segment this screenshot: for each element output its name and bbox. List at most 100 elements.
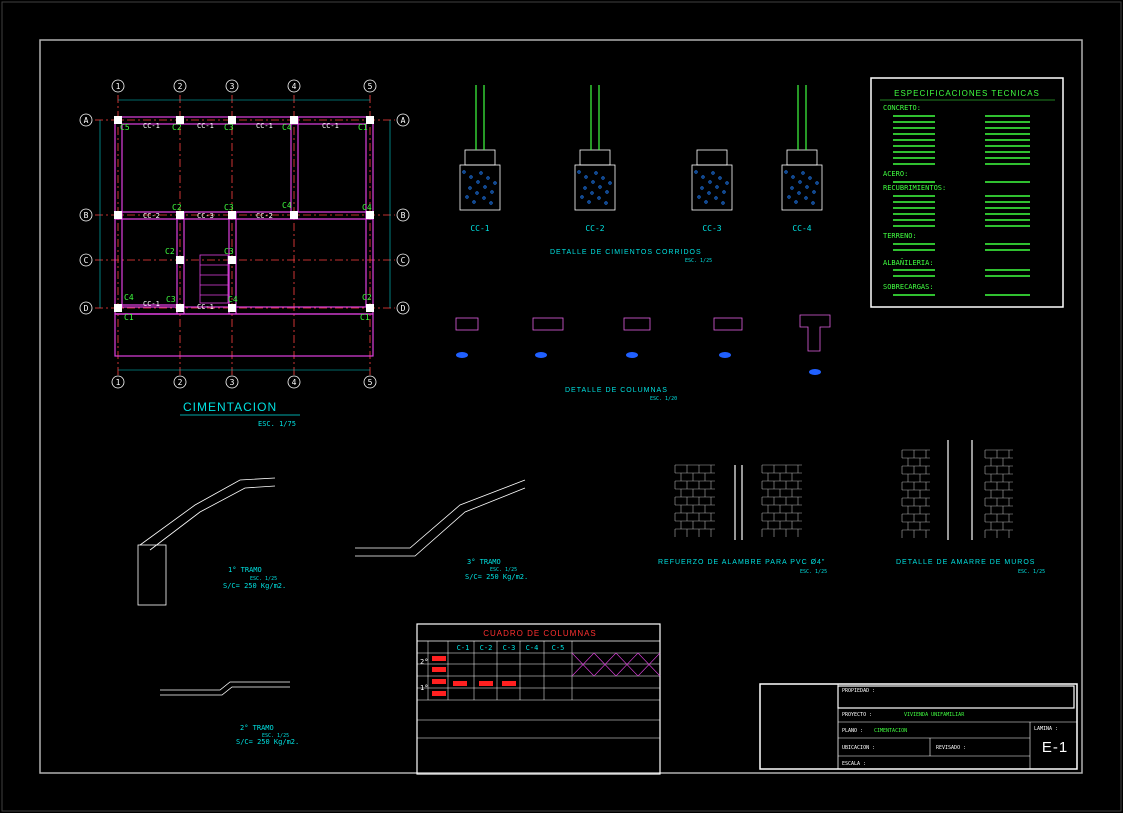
aggregate — [583, 186, 587, 190]
footing-body — [691, 164, 733, 211]
aggregate — [787, 195, 791, 199]
tb-sheet-label: LAMINA : — [1034, 726, 1058, 732]
reinforcement-detail — [674, 464, 802, 540]
column-tag: C3 — [224, 247, 234, 256]
specs-title: ESPECIFICACIONES TECNICAS — [894, 89, 1040, 98]
stair-load3: S/C= 250 Kg/m2. — [465, 573, 528, 581]
footing-top — [786, 149, 818, 166]
table-header: C-4 — [526, 644, 539, 652]
footing-title: DETALLE DE CIMIENTOS CORRIDOS — [550, 249, 702, 256]
column-table: CUADRO DE COLUMNAS C-1 C-2 C-3 C-4 C-5 2… — [416, 623, 661, 775]
axis-label-y: D — [401, 304, 406, 313]
aggregate — [594, 171, 598, 175]
table-title: CUADRO DE COLUMNAS — [483, 629, 597, 638]
aggregate — [482, 196, 486, 200]
aggregate — [475, 191, 479, 195]
column-tag: C3 — [224, 203, 234, 212]
specs-section: ALBAÑILERIA: — [883, 258, 934, 267]
column-tag: C4 — [362, 203, 372, 212]
wall-tie-scale: ESC. 1/25 — [1018, 569, 1045, 575]
axis-label-x: 4 — [292, 82, 297, 91]
aggregate — [587, 200, 591, 204]
axis-label-x: 1 — [116, 82, 121, 91]
aggregate — [577, 170, 581, 174]
aggregate — [493, 181, 497, 185]
column-details: DETALLE DE COLUMNAS ESC. 1/20 — [455, 314, 831, 402]
tb-location-label: UBICACION : — [842, 745, 875, 751]
wall-tag: CC-1 — [256, 122, 273, 130]
axis-label-y: A — [401, 116, 406, 125]
column-tag: C4 — [228, 295, 238, 304]
aggregate — [798, 180, 802, 184]
aggregate — [805, 185, 809, 189]
aggregate — [701, 175, 705, 179]
column-tag: C1 — [360, 313, 370, 322]
wall-tag: CC-2 — [256, 212, 273, 220]
foundation-plan: 1 2 3 4 5 1 2 3 4 5 A B C D A B C D C5 C… — [79, 79, 410, 428]
cross-mark — [571, 652, 595, 677]
aggregate — [708, 180, 712, 184]
axis-label-x: 5 — [368, 82, 373, 91]
table-mark — [432, 679, 446, 684]
aggregate — [801, 171, 805, 175]
plan-scale: ESC. 1/75 — [258, 420, 296, 428]
aggregate — [601, 176, 605, 180]
column-tag: C4 — [124, 293, 134, 302]
aggregate — [590, 191, 594, 195]
aggregate — [605, 190, 609, 194]
column-tag: C2 — [172, 123, 182, 132]
tb-owner-label: PROPIEDAD : — [842, 688, 875, 694]
table-mark — [432, 667, 446, 672]
table-mark — [479, 681, 493, 686]
wall-tie-title: DETALLE DE AMARRE DE MUROS — [896, 559, 1035, 566]
table-mark — [502, 681, 516, 686]
tb-scale-label: ESCALA : — [842, 761, 866, 767]
cross-mark — [615, 652, 639, 677]
axis-label-y: B — [84, 211, 89, 220]
axis-label-x: 3 — [230, 378, 235, 387]
footing-label: CC-1 — [470, 224, 489, 233]
column-tag: C4 — [282, 123, 292, 132]
footing-label: CC-4 — [792, 224, 811, 233]
table-header: C-1 — [457, 644, 470, 652]
aggregate — [721, 201, 725, 205]
axis-label-x: 2 — [178, 378, 183, 387]
stair-scale2: ESC. 1/25 — [262, 733, 289, 739]
axis-label-y: C — [84, 256, 89, 265]
aggregate — [479, 171, 483, 175]
aggregate — [722, 190, 726, 194]
aggregate — [469, 175, 473, 179]
table-mark — [453, 681, 467, 686]
aggregate — [791, 175, 795, 179]
column-tag: C2 — [165, 247, 175, 256]
stair-load1: S/C= 250 Kg/m2. — [223, 582, 286, 590]
specs-section: TERRENO: — [883, 232, 917, 240]
table-mark — [432, 656, 446, 661]
stair-tramo2: 2° TRAMO — [240, 724, 274, 732]
axis-label-x: 1 — [116, 378, 121, 387]
stair-scale3: ESC. 1/25 — [490, 567, 517, 573]
aggregate — [486, 176, 490, 180]
aggregate — [790, 186, 794, 190]
axis-label-y: A — [84, 116, 89, 125]
aggregate — [704, 200, 708, 204]
table-header: C-3 — [503, 644, 516, 652]
aggregate — [812, 190, 816, 194]
aggregate — [462, 170, 466, 174]
aggregate — [700, 186, 704, 190]
reinforcement-scale: ESC. 1/25 — [800, 569, 827, 575]
reinforcement-title: REFUERZO DE ALAMBRE PARA PVC Ø4" — [658, 559, 825, 566]
column-tag: C1 — [124, 313, 134, 322]
table-floor: 2° — [420, 658, 428, 666]
aggregate — [468, 186, 472, 190]
tb-project-label: PROYECTO : — [842, 712, 872, 718]
aggregate — [476, 180, 480, 184]
wall-tag: CC-1 — [322, 122, 339, 130]
aggregate — [694, 170, 698, 174]
wall-tag: CC-1 — [143, 300, 160, 308]
aggregate — [711, 171, 715, 175]
aggregate — [707, 191, 711, 195]
axis-label-x: 4 — [292, 378, 297, 387]
stair-tramo1: 1° TRAMO — [228, 566, 262, 574]
